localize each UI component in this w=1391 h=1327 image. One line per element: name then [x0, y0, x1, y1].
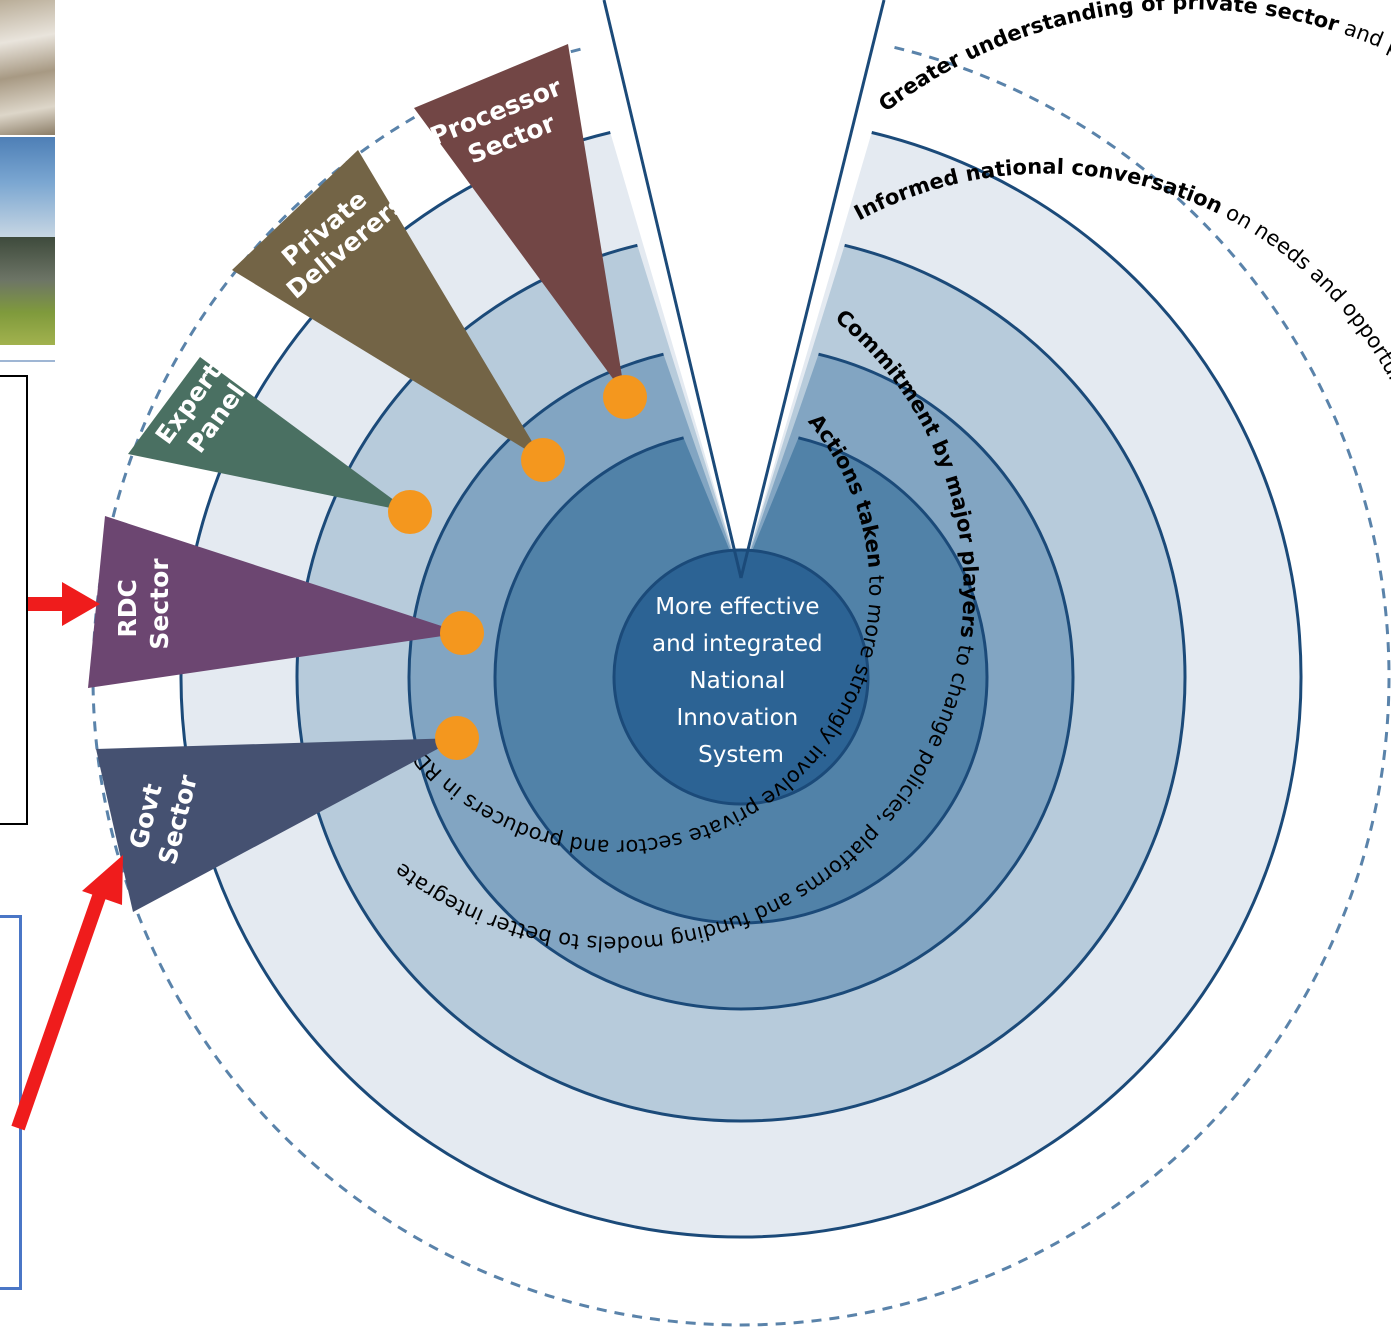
- outer-dashed-boundary: [91, 45, 1391, 1327]
- connector-dots: [388, 375, 647, 760]
- center-disk: [614, 550, 868, 804]
- govt-dot: [435, 716, 479, 760]
- processor-dot: [603, 375, 647, 419]
- ring-outline-3: [407, 352, 1075, 1011]
- red-arrows: [11, 582, 123, 1131]
- govt-arrow-head: [82, 855, 123, 905]
- divider-line: [0, 360, 55, 362]
- govt-sector-wedge: [96, 738, 458, 912]
- processor-sector-wedge: [414, 44, 625, 395]
- sector-wedges: [88, 44, 625, 912]
- rdc-dot: [440, 611, 484, 655]
- rdc-sector-label: RDC Sector: [113, 558, 174, 650]
- photo-strip: [0, 0, 55, 345]
- rdc-arrow-head: [62, 582, 100, 626]
- rdc-sector-wedge: [88, 516, 463, 688]
- gap-edge-left: [602, 0, 743, 579]
- center-title: More effective and integrated National I…: [652, 594, 830, 768]
- ring-outlines: [91, 0, 1391, 1327]
- cotton-field-photo: [0, 0, 55, 135]
- cattle-yard-photo: [0, 237, 55, 345]
- private-deliverers-wedge: [232, 150, 543, 460]
- ring-outline-4: [493, 436, 989, 925]
- expert-panel-wedge: [128, 357, 410, 512]
- private-deliverers-dot: [521, 438, 565, 482]
- sky-photo: [0, 137, 55, 237]
- ring-outline-2: [295, 243, 1187, 1123]
- black-frame: [0, 375, 28, 825]
- govt-arrow-shaft: [11, 885, 109, 1131]
- center-disk-outline: [612, 548, 870, 806]
- expert-panel-dot: [388, 490, 432, 534]
- gap-edge-right: [739, 0, 886, 579]
